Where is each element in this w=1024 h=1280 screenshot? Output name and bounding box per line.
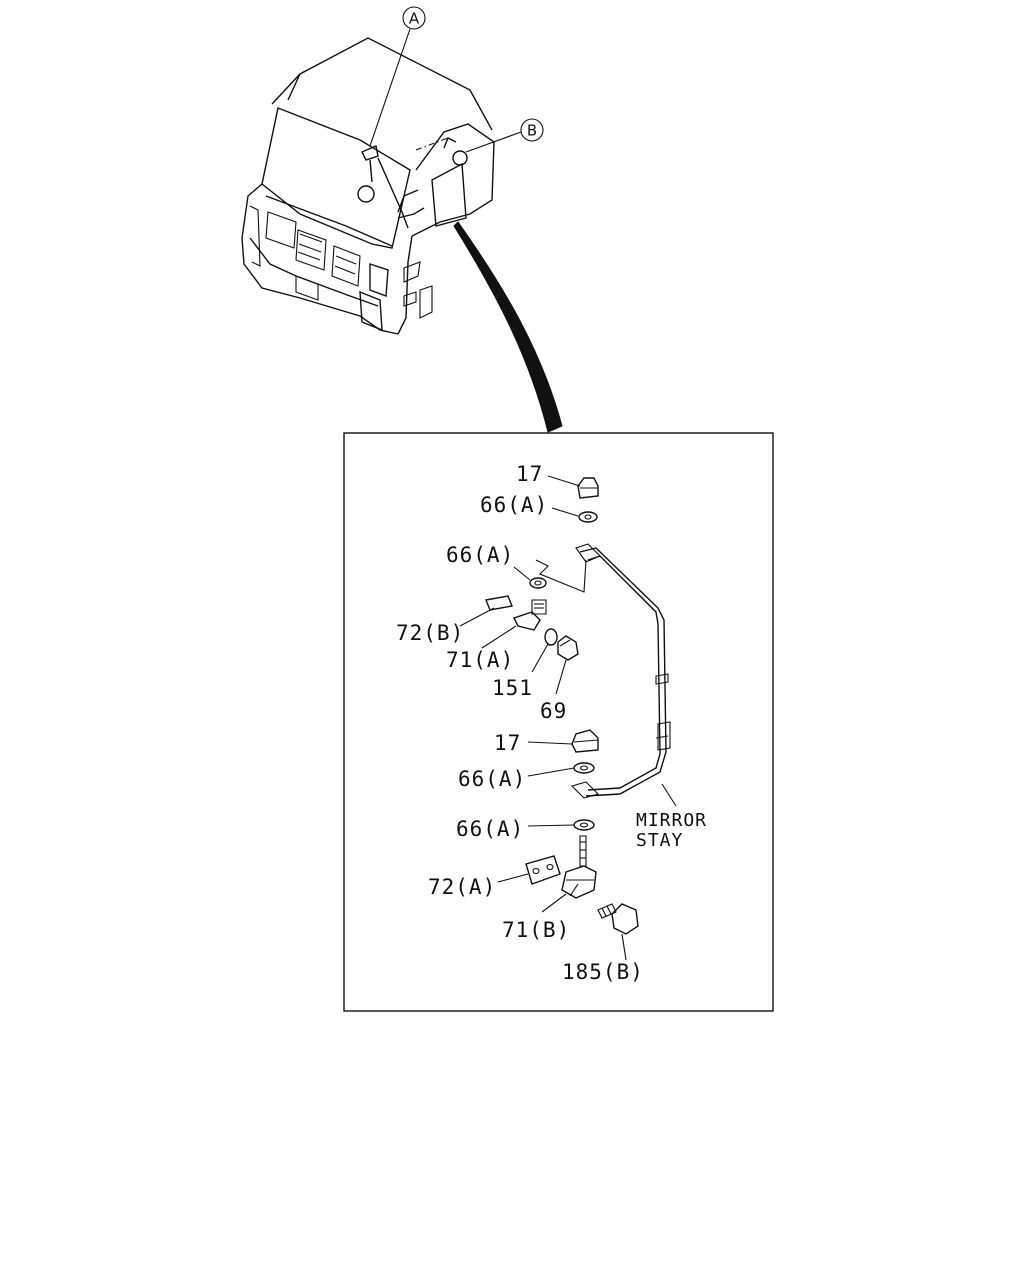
label-72a: 72(A) xyxy=(428,875,496,899)
label-stay: STAY xyxy=(636,830,683,851)
truck-cab-illustration: A B xyxy=(241,6,544,335)
label-71a: 71(A) xyxy=(446,648,514,672)
detail-frame xyxy=(343,432,774,1012)
part-72b-plate xyxy=(459,595,513,627)
label-17-top: 17 xyxy=(516,462,543,486)
label-71b: 71(B) xyxy=(502,918,570,942)
part-66a-washer-1 xyxy=(551,507,598,523)
part-185b-bolt xyxy=(597,903,639,961)
part-66a-washer-3 xyxy=(527,762,595,777)
part-66a-washer-4 xyxy=(527,819,595,831)
part-17-cap-nut-top xyxy=(547,475,599,499)
label-17-mid: 17 xyxy=(494,731,521,755)
label-66a-2: 66(A) xyxy=(446,543,514,567)
mirror-stay-leader xyxy=(661,783,677,807)
part-151-washer xyxy=(531,628,558,673)
part-71a-bracket xyxy=(481,599,547,649)
label-69: 69 xyxy=(540,699,567,723)
label-66a-3: 66(A) xyxy=(458,767,526,791)
part-66a-washer-2 xyxy=(513,566,547,589)
callout-b-label: B xyxy=(527,122,537,140)
part-17-cap-nut-mid xyxy=(527,729,599,753)
mirror-stay-rod xyxy=(535,543,671,799)
label-185b: 185(B) xyxy=(562,960,644,984)
part-72a-plate xyxy=(497,855,561,885)
label-66a-1: 66(A) xyxy=(480,493,548,517)
callout-a-label: A xyxy=(409,10,420,28)
label-66a-4: 66(A) xyxy=(456,817,524,841)
label-72b: 72(B) xyxy=(396,621,464,645)
label-mirror: MIRROR xyxy=(636,810,707,831)
part-71b-bracket xyxy=(541,835,597,913)
detail-leader-arrow xyxy=(453,221,563,433)
part-69-cap-nut xyxy=(555,635,579,695)
label-151: 151 xyxy=(492,676,533,700)
